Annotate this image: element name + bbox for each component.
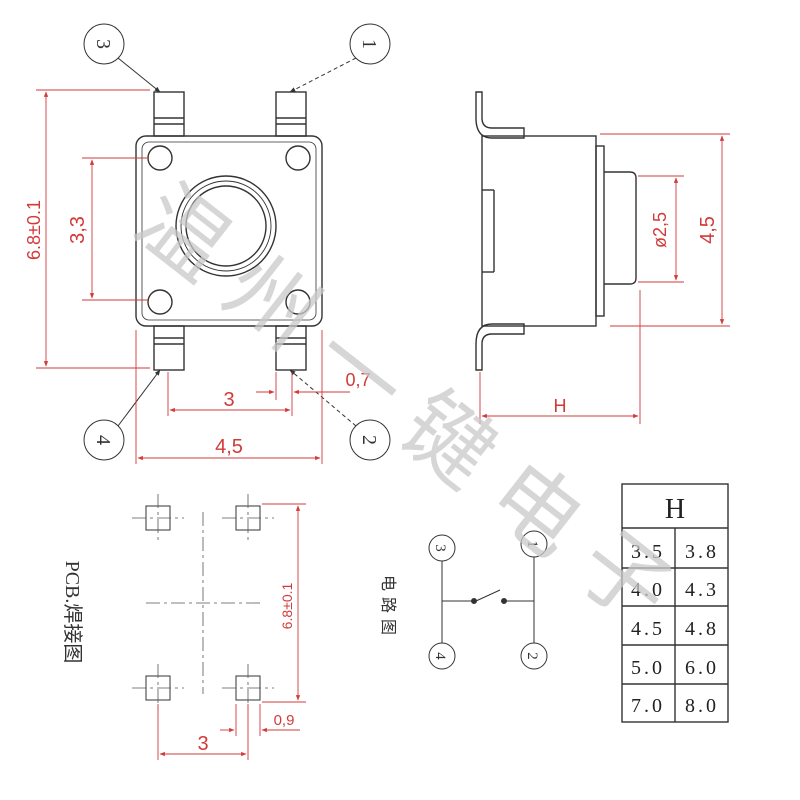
corner-hole	[147, 289, 173, 315]
top-pin-4	[153, 325, 185, 371]
dim-body-width: 4,5	[215, 436, 243, 458]
table-cell: 4.0	[631, 579, 665, 601]
top-pin-1	[275, 91, 307, 137]
pcb-title: PCB.焊接图	[61, 561, 84, 664]
dim-total-height: 6.8±0.1	[24, 200, 44, 260]
circuit-pin-2: 2	[524, 652, 540, 660]
circuit-pin-3: 3	[432, 544, 448, 552]
side-lead-bottom	[475, 323, 525, 371]
circuit-schematic	[428, 530, 548, 670]
pin-callouts	[83, 23, 391, 461]
callout-label-1: 1	[358, 39, 380, 49]
callout-label-2: 2	[358, 435, 380, 445]
circuit-pin-4: 4	[432, 652, 448, 660]
corner-hole	[285, 145, 311, 171]
watermark: 温州一键电子	[117, 165, 710, 660]
height-table: H 3.5 3.8 4.0 4.3 4.5 4.8 5.0 6.0 7.0 8.…	[621, 483, 729, 723]
table-cell: 6.0	[685, 657, 719, 679]
table-cell: 4.5	[631, 618, 665, 640]
table-cell: 4.3	[685, 579, 719, 601]
button-outer	[175, 175, 277, 277]
table-cell: 8.0	[685, 695, 719, 717]
side-view-dimensions	[479, 133, 730, 424]
top-body	[135, 135, 323, 327]
side-view	[475, 91, 637, 371]
side-body	[481, 135, 597, 327]
button-inner	[185, 185, 267, 267]
dim-hole-spacing: 3,3	[67, 216, 89, 244]
dim-pin-pitch: 3	[223, 389, 234, 411]
corner-hole	[147, 145, 173, 171]
circuit-pin-1: 1	[524, 540, 540, 548]
top-view-dimensions	[36, 89, 350, 464]
pcb-centerlines	[132, 494, 274, 712]
top-pin-3	[153, 91, 185, 137]
table-cell: 4.8	[685, 618, 719, 640]
table-header: H	[665, 494, 685, 525]
side-lead-top	[475, 91, 525, 139]
callout-label-3: 3	[92, 39, 114, 49]
pcb-dim-pitch: 3	[197, 733, 208, 755]
circuit-title: 电路图	[379, 575, 397, 641]
callout-label-4: 4	[92, 435, 114, 445]
table-cell: 3.5	[631, 541, 665, 563]
dim-body-height: 4,5	[697, 216, 719, 244]
table-cell: 5.0	[631, 657, 665, 679]
dim-pin-width: 0,7	[345, 370, 370, 390]
table-cell: 3.8	[685, 541, 719, 563]
dim-button-diameter: ø2,5	[650, 212, 670, 248]
pcb-dimensions	[157, 503, 306, 760]
corner-hole	[285, 289, 311, 315]
table-cell: 7.0	[631, 695, 665, 717]
side-plunger	[604, 171, 637, 285]
pcb-dim-pad-width: 0,9	[274, 712, 295, 729]
dim-h: H	[554, 396, 567, 416]
pcb-dim-vertical: 6.8±0.1	[279, 582, 295, 629]
